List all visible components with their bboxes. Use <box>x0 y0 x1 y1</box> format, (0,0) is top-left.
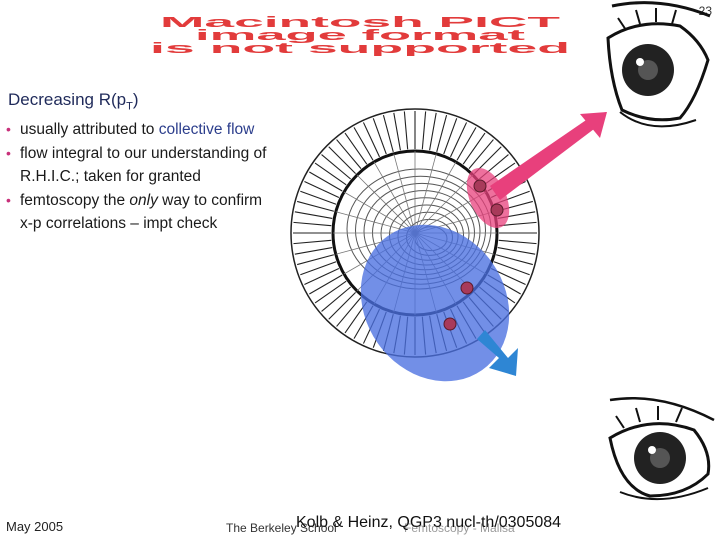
source-dot <box>460 281 474 295</box>
footer-reference: Kolb & Heinz, QGP3 nucl-th/0305084 <box>296 514 562 531</box>
bullet-item: • femtoscopy the only way to confirm x-p… <box>6 189 316 236</box>
flow-ray <box>362 122 380 158</box>
bullet-dot-icon: • <box>6 144 11 161</box>
flow-ray <box>495 254 533 266</box>
flow-ray <box>328 146 356 174</box>
source-dot <box>490 203 504 217</box>
flow-ray <box>297 254 335 266</box>
grid-spoke <box>414 161 457 234</box>
bullet-item: • flow integral to our understanding of … <box>6 142 316 189</box>
source-dot <box>473 179 487 193</box>
grid-spoke <box>393 153 416 234</box>
flow-ray <box>456 127 477 161</box>
footer-school: The Berkeley School <box>226 521 337 535</box>
flow-ray <box>293 221 332 227</box>
blue-emission-region <box>360 224 510 382</box>
flow-ray <box>498 239 537 245</box>
flow-ray <box>403 111 409 150</box>
bullet-continuation: x-p correlations – impt check <box>20 215 218 232</box>
flow-ray <box>336 296 362 327</box>
pict-placeholder-banner: Macintosh PICT image format is not suppo… <box>150 14 570 56</box>
bullet-text-tail: way to confirm <box>157 191 263 209</box>
bullet-dot-icon: • <box>6 191 11 208</box>
flow-ray <box>304 268 340 286</box>
flow-ray <box>294 247 333 255</box>
flow-ray <box>309 274 343 295</box>
source-dots <box>443 179 504 331</box>
footer-date: May 2005 <box>6 519 64 534</box>
flow-ray <box>468 139 494 170</box>
bullet-italic: only <box>129 191 158 209</box>
flow-ray <box>300 261 337 276</box>
grid-spoke <box>373 161 416 234</box>
blue-arrow-icon <box>477 330 518 376</box>
flow-field-figure <box>290 108 607 382</box>
flow-ray <box>498 221 537 227</box>
flow-ray <box>421 111 427 150</box>
bullet-item: • usually attributed to collective flow <box>6 118 316 142</box>
flow-ray <box>353 127 374 161</box>
flow-ray <box>309 171 343 192</box>
pict-banner-line-1: Macintosh PICT <box>160 14 560 31</box>
slide-heading: Decreasing R(pT) <box>8 90 139 112</box>
flow-ray <box>497 247 536 255</box>
flow-ray <box>344 132 368 165</box>
heading-subscript: T <box>126 100 133 113</box>
source-dot <box>443 317 457 331</box>
grid-spoke <box>414 174 474 234</box>
heading-text: Decreasing R(p <box>8 90 127 109</box>
flow-ray <box>382 115 394 153</box>
flow-ray <box>294 211 333 219</box>
pink-arrow-icon <box>490 112 606 200</box>
pict-banner-line-2: image format <box>195 27 525 44</box>
bullet-highlight: collective flow <box>158 121 255 138</box>
eye-illustration-top <box>606 1 711 128</box>
grid-spoke <box>343 191 416 234</box>
bullet-continuation: R.H.I.C.; taken for granted <box>20 168 201 185</box>
flow-ray <box>393 112 401 151</box>
flow-ray <box>443 118 458 155</box>
flow-ray <box>328 292 356 320</box>
flow-ray <box>429 112 437 151</box>
flow-ray <box>293 239 332 245</box>
flow-ray <box>336 139 362 170</box>
pink-arrowhead <box>580 112 607 138</box>
flow-ray <box>450 122 468 158</box>
bullet-text: usually attributed to <box>20 121 159 138</box>
flow-ray <box>436 115 448 153</box>
flow-ray <box>372 118 387 155</box>
flow-ray <box>462 132 486 165</box>
footer-overlay-title: Femtoscopy - Malisa <box>404 521 515 535</box>
flow-ray <box>300 190 337 205</box>
flow-ray <box>321 154 352 180</box>
flow-ray <box>314 280 347 304</box>
bullet-text: femtoscopy the <box>20 191 130 209</box>
grid-spoke <box>356 174 416 234</box>
bullet-text: flow integral to our understanding of <box>20 144 267 162</box>
flow-ray <box>314 162 347 186</box>
heading-suffix: ) <box>132 90 139 109</box>
eye-illustration-bottom <box>608 397 715 501</box>
pict-banner-line-3: is not supported <box>150 40 570 56</box>
flow-ray <box>321 286 352 312</box>
bullet-dot-icon: • <box>6 121 11 137</box>
flow-ray <box>304 180 340 198</box>
flow-ray <box>493 261 530 276</box>
grid-spoke <box>414 153 437 234</box>
flow-ray <box>297 200 335 212</box>
bullet-list: • usually attributed to collective flow … <box>6 118 316 236</box>
